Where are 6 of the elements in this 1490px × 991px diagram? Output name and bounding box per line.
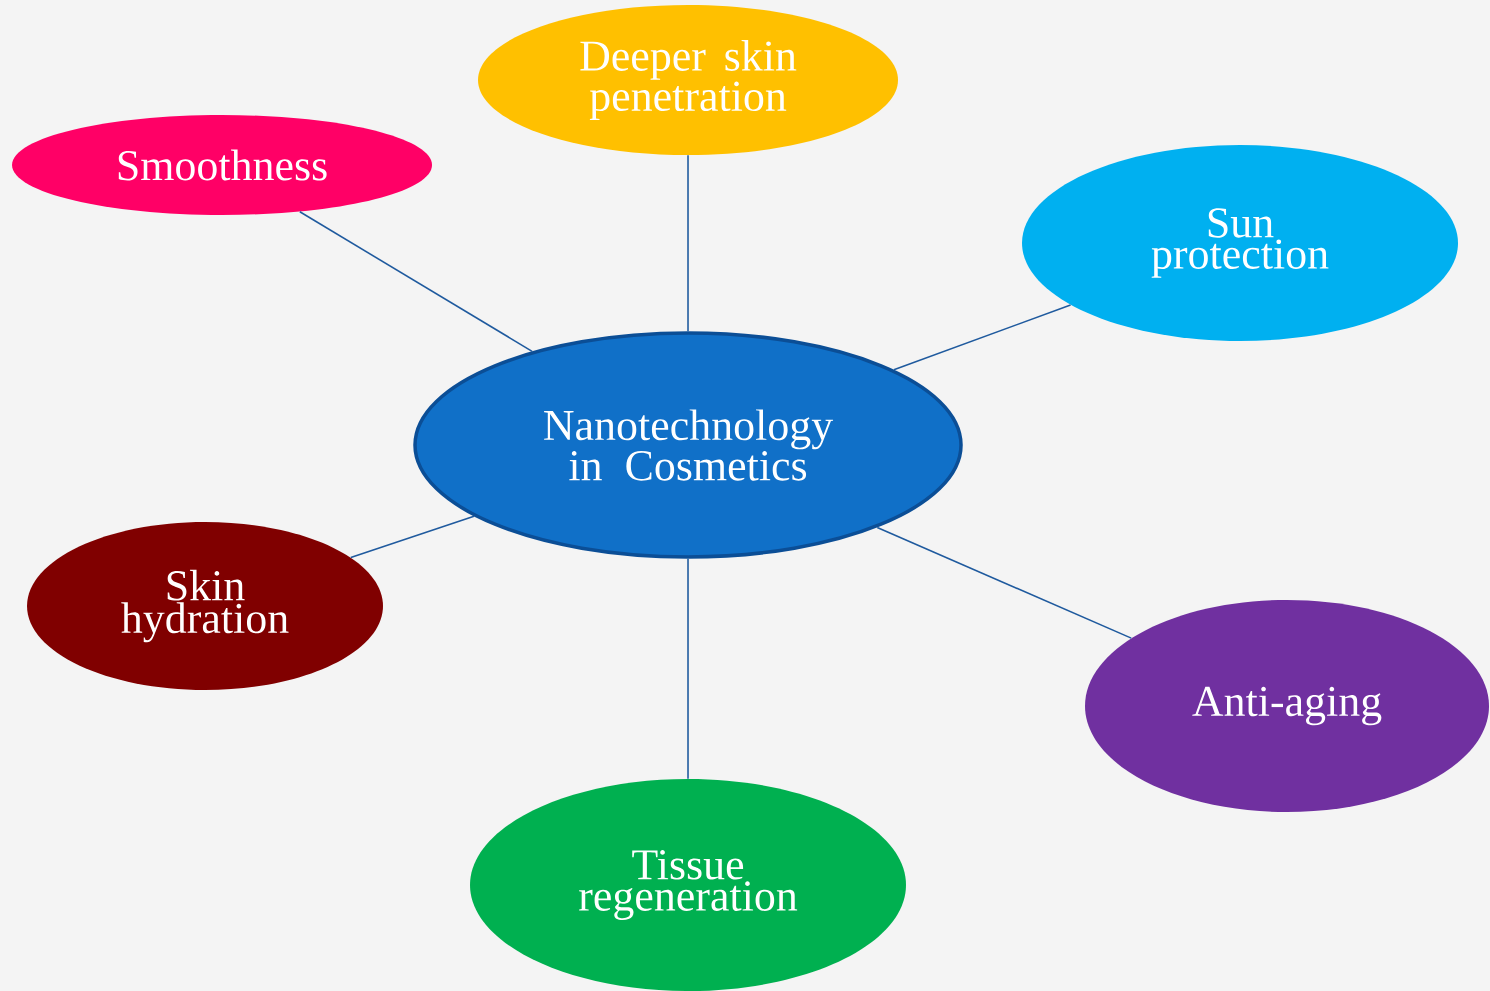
connector-line — [876, 526, 1133, 639]
connector-line — [350, 515, 475, 559]
connector-line — [893, 304, 1072, 371]
connector-line — [299, 211, 533, 353]
connector-line — [687, 557, 689, 780]
connector-line — [687, 154, 689, 333]
